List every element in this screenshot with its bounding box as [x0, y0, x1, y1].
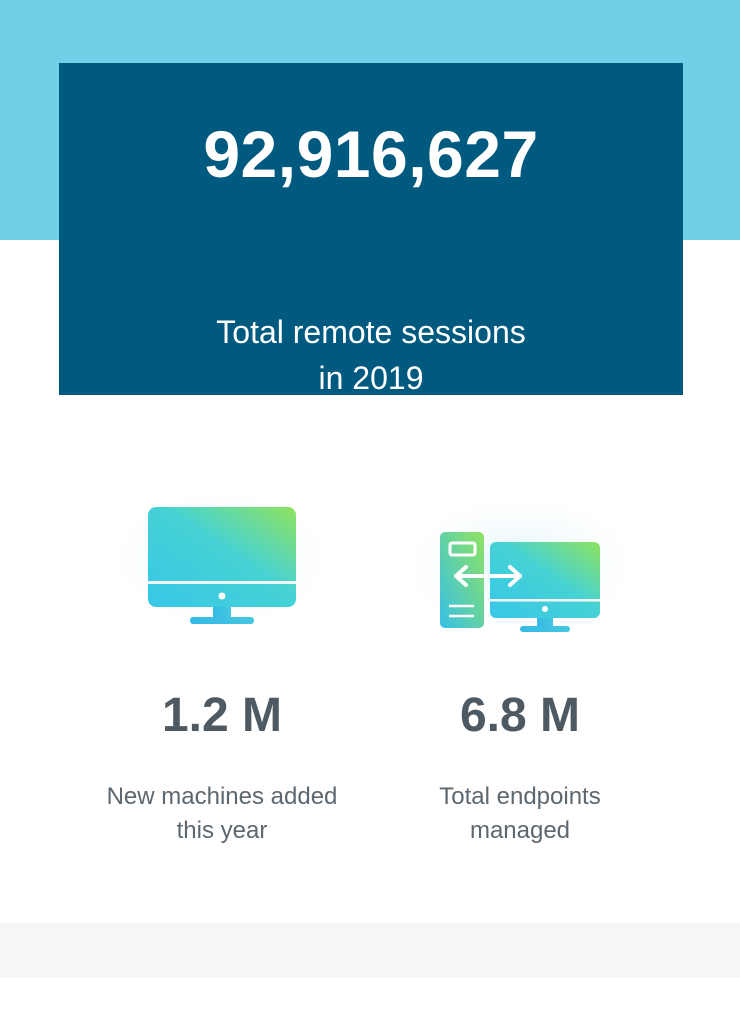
desktop-monitor-icon: [72, 470, 372, 640]
stat-label-line-2: managed: [469, 817, 571, 844]
footer-bottom: [0, 978, 740, 1024]
stat-label: Total endpoints managed: [370, 780, 670, 848]
stat-total-endpoints: 6.8 M Total endpoints managed: [370, 470, 670, 844]
stat-value: 6.8 M: [459, 689, 581, 742]
stat-label-line-1: New machines added: [106, 783, 338, 810]
stat-label: New machines added this year: [72, 780, 372, 848]
hero-stat-card: 92,916,627 Total remote sessions in 2019: [59, 63, 683, 396]
stat-value: 1.2 M: [161, 689, 283, 742]
hero-caption-line-1: Total remote sessions: [216, 314, 526, 350]
footer-strip: [0, 923, 740, 978]
endpoint-transfer-icon: [370, 470, 670, 640]
hero-stat-caption: Total remote sessions in 2019: [59, 309, 683, 401]
stat-new-machines: 1.2 M New machines added this year: [72, 470, 372, 844]
hero-caption-line-2: in 2019: [318, 360, 424, 396]
hero-stat-value: 92,916,627: [203, 117, 539, 191]
stat-label-line-2: this year: [176, 817, 268, 844]
stat-label-line-1: Total endpoints: [439, 783, 601, 810]
